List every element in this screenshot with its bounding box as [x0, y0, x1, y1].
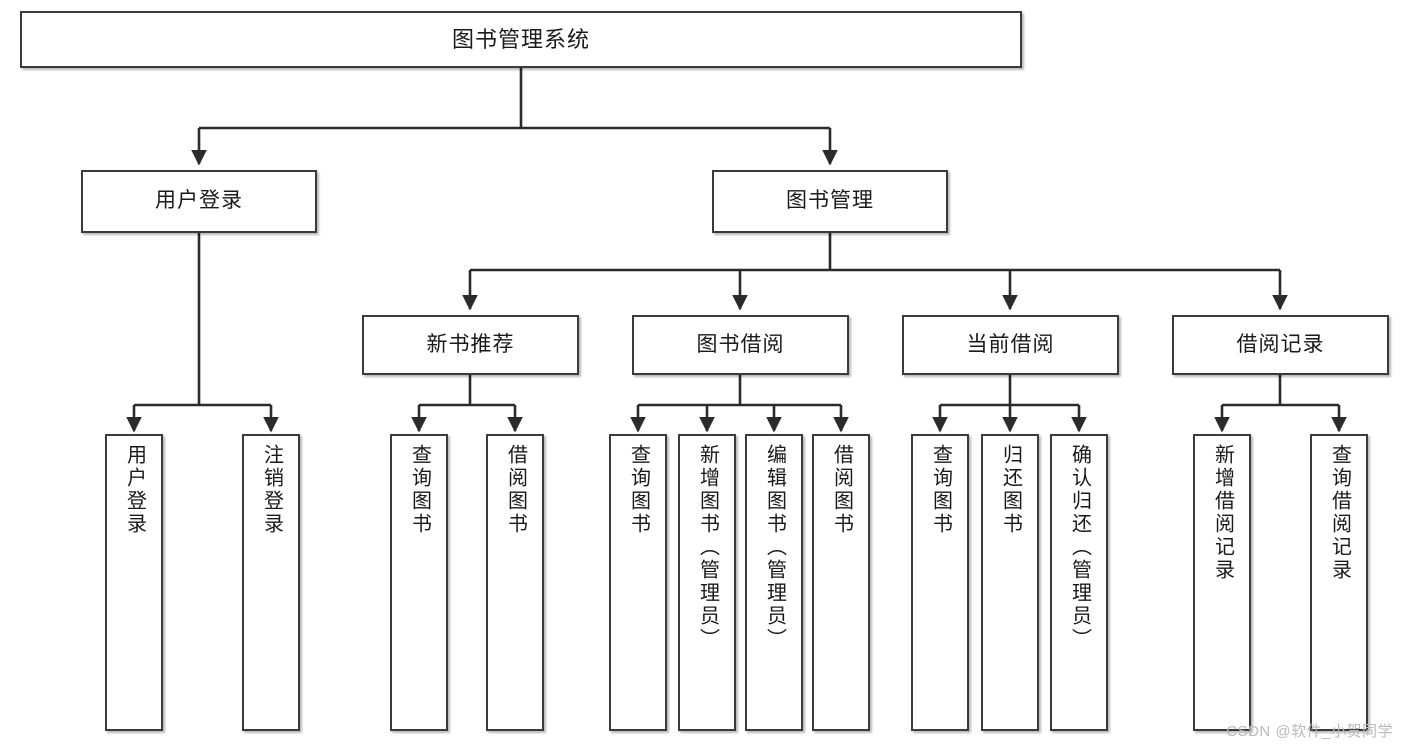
node-leaf-borrow-book-1[interactable]: 借阅图书 [486, 434, 544, 731]
node-leaf-user-login-label: 用户登录 [123, 444, 146, 536]
node-leaf-edit-book[interactable]: 编辑图书（管理员） [745, 434, 803, 731]
node-borrow-record-label: 借阅记录 [1236, 332, 1325, 356]
node-leaf-edit-book-label: 编辑图书（管理员） [763, 444, 786, 651]
node-current-borrow-label: 当前借阅 [966, 332, 1055, 356]
node-leaf-add-record-label: 新增借阅记录 [1211, 444, 1234, 582]
node-leaf-user-logout[interactable]: 注销登录 [242, 434, 300, 731]
node-leaf-borrow-book-2[interactable]: 借阅图书 [812, 434, 870, 731]
node-book-borrow[interactable]: 图书借阅 [632, 315, 849, 375]
node-leaf-query-book-1[interactable]: 查询图书 [390, 434, 448, 731]
node-borrow-record[interactable]: 借阅记录 [1172, 315, 1389, 375]
node-leaf-query-book-2[interactable]: 查询图书 [609, 434, 667, 731]
node-leaf-return-book[interactable]: 归还图书 [981, 434, 1039, 731]
node-leaf-borrow-book-1-label: 借阅图书 [504, 444, 527, 536]
node-leaf-query-book-2-label: 查询图书 [627, 444, 650, 536]
node-user-login-label: 用户登录 [155, 189, 243, 213]
node-leaf-borrow-book-2-label: 借阅图书 [830, 444, 853, 536]
node-current-borrow[interactable]: 当前借阅 [902, 315, 1119, 375]
node-leaf-query-record-label: 查询借阅记录 [1328, 444, 1351, 582]
node-root-label: 图书管理系统 [451, 26, 590, 52]
node-leaf-add-book[interactable]: 新增图书（管理员） [678, 434, 736, 731]
node-leaf-query-book-3[interactable]: 查询图书 [911, 434, 969, 731]
node-leaf-confirm-return[interactable]: 确认归还（管理员） [1050, 434, 1108, 731]
node-book-borrow-label: 图书借阅 [696, 332, 785, 356]
node-leaf-return-book-label: 归还图书 [999, 444, 1022, 536]
node-leaf-add-book-label: 新增图书（管理员） [696, 444, 719, 651]
node-leaf-user-login[interactable]: 用户登录 [105, 434, 163, 731]
csdn-watermark: CSDN @软件_小贺同学 [1226, 723, 1393, 740]
node-root[interactable]: 图书管理系统 [20, 11, 1022, 68]
node-user-login[interactable]: 用户登录 [81, 170, 317, 233]
node-leaf-query-book-3-label: 查询图书 [929, 444, 952, 536]
node-leaf-user-logout-label: 注销登录 [260, 444, 283, 536]
node-leaf-query-book-1-label: 查询图书 [408, 444, 431, 536]
node-leaf-confirm-return-label: 确认归还（管理员） [1068, 444, 1091, 651]
node-leaf-query-record[interactable]: 查询借阅记录 [1310, 434, 1368, 731]
node-book-manage-label: 图书管理 [786, 189, 874, 213]
node-book-manage[interactable]: 图书管理 [712, 170, 948, 233]
node-leaf-add-record[interactable]: 新增借阅记录 [1193, 434, 1251, 731]
node-new-book-rec[interactable]: 新书推荐 [362, 315, 579, 375]
node-new-book-rec-label: 新书推荐 [426, 332, 515, 356]
